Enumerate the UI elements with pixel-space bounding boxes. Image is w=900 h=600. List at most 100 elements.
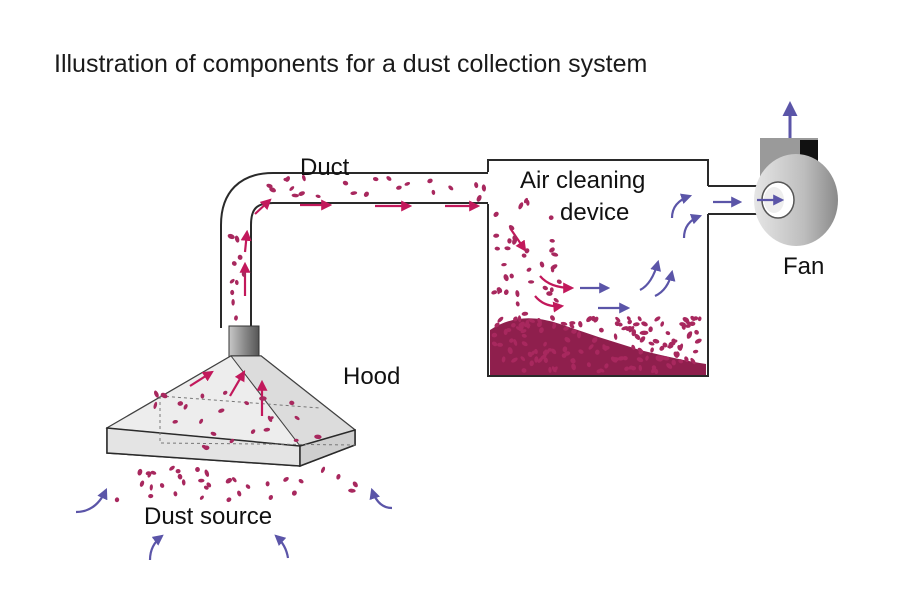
- dust-particle: [511, 322, 516, 328]
- dust-particle: [654, 316, 661, 322]
- dust-particle: [244, 401, 250, 406]
- dust-particle: [501, 262, 507, 267]
- dust-particle: [173, 491, 178, 497]
- dust-particle: [563, 326, 569, 331]
- dust-particle: [645, 355, 649, 361]
- dust-particle: [511, 357, 518, 363]
- dust-particle: [528, 318, 536, 323]
- dust-particle: [520, 356, 526, 361]
- dust-particle: [524, 248, 530, 254]
- hood: [105, 355, 357, 468]
- dust-particle: [578, 321, 583, 328]
- dust-particle: [508, 225, 515, 231]
- dust-particle: [491, 332, 498, 338]
- hood-collar: [228, 325, 260, 359]
- dust-particle: [521, 341, 528, 347]
- dust-particle: [548, 366, 552, 373]
- dust-particle: [571, 329, 577, 334]
- dust-particle: [237, 254, 243, 260]
- dust-particle: [481, 184, 487, 192]
- dust-particle: [684, 356, 689, 363]
- dust-particle: [503, 289, 509, 295]
- dust-particle: [291, 193, 299, 198]
- dust-particle: [203, 485, 209, 490]
- dust-particle: [671, 338, 677, 344]
- dust-particle: [628, 326, 635, 333]
- dust-particle: [594, 349, 600, 355]
- dust-particle: [218, 408, 225, 413]
- dust-particle: [177, 473, 183, 480]
- dust-flow-arrows: [189, 198, 575, 416]
- dust-particle: [348, 488, 356, 493]
- dust-particle: [200, 393, 205, 399]
- dust-particle: [562, 346, 568, 353]
- dust-particle: [448, 185, 454, 191]
- dust-particle: [229, 438, 235, 444]
- air-cleaning-device-label-line2: device: [560, 199, 629, 226]
- dust-particle: [590, 315, 596, 322]
- dust-particle: [586, 362, 591, 368]
- dust-particle: [667, 344, 674, 349]
- dust-particle: [291, 490, 297, 496]
- dust-particle: [268, 494, 274, 501]
- dust-particle: [476, 195, 482, 202]
- dust-particle: [283, 177, 289, 182]
- dust-particle: [352, 481, 358, 488]
- dust-particle: [169, 465, 175, 471]
- dust-particle: [521, 311, 529, 316]
- dust-particle: [665, 331, 671, 336]
- dust-particle: [509, 338, 514, 343]
- dust-particle: [564, 337, 571, 343]
- dust-particle: [697, 316, 702, 322]
- hood-label: Hood: [343, 363, 400, 390]
- dust-particle: [493, 233, 500, 238]
- dust-particle: [534, 348, 538, 355]
- dust-particle: [177, 401, 184, 406]
- dust-particle: [372, 177, 379, 182]
- dust-particle: [153, 401, 158, 409]
- dust-particle: [542, 350, 548, 356]
- dust-particle: [536, 321, 542, 328]
- dust-particle: [234, 235, 240, 243]
- dust-particle: [199, 418, 204, 424]
- dust-particle: [386, 176, 392, 181]
- dust-particle: [641, 321, 648, 327]
- dust-particle: [648, 341, 655, 346]
- dust-particle: [497, 316, 504, 323]
- duct-label: Duct: [300, 154, 350, 181]
- dust-particle: [265, 481, 270, 487]
- dust-particle: [289, 186, 295, 191]
- fan-icon: [754, 138, 838, 246]
- dust-particle: [314, 434, 322, 440]
- dust-particle: [632, 322, 640, 327]
- dust-particle: [543, 341, 547, 347]
- dust-particle: [570, 358, 576, 364]
- dust-particle: [548, 215, 554, 221]
- dust-particle: [150, 470, 157, 475]
- dust-particle: [269, 187, 276, 193]
- dust-particle: [268, 416, 274, 421]
- dust-particle: [614, 321, 620, 327]
- dust-particles: [114, 174, 702, 503]
- dust-particle: [518, 324, 524, 332]
- dust-particle: [509, 273, 514, 279]
- dust-particle: [561, 353, 567, 358]
- dust-particle: [685, 324, 691, 328]
- dust-particle: [648, 326, 653, 333]
- dust-particle: [604, 363, 609, 369]
- dust-particle: [266, 183, 273, 189]
- dust-particle: [518, 202, 524, 210]
- dust-particle: [630, 365, 637, 371]
- dust-particle: [553, 298, 559, 303]
- dust-particle: [542, 285, 548, 291]
- dust-particle: [624, 366, 630, 371]
- dust-particle: [539, 261, 545, 268]
- dust-particle: [636, 357, 644, 363]
- dust-particle: [690, 315, 696, 321]
- dust-particle: [137, 468, 143, 476]
- dust-particle: [546, 291, 553, 296]
- dust-particle: [523, 323, 531, 328]
- dust-particle: [515, 301, 520, 307]
- dust-particle: [507, 347, 513, 355]
- dust-particle: [231, 477, 237, 483]
